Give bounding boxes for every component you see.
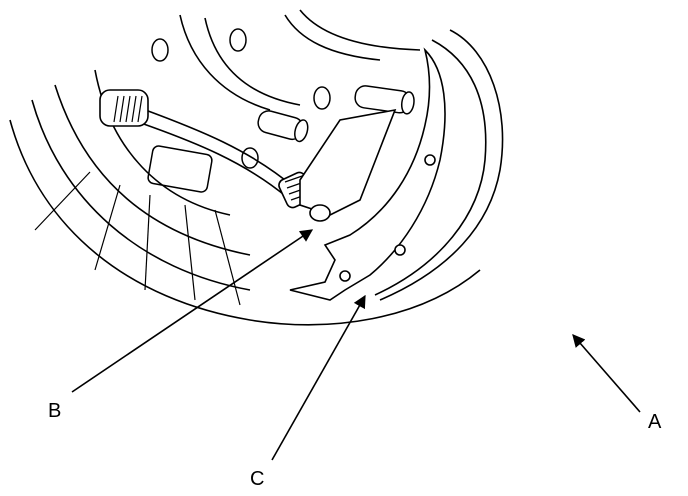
wheel-studs bbox=[257, 85, 415, 143]
shoe-lining bbox=[379, 29, 504, 301]
callout-a: A bbox=[648, 411, 662, 433]
brake-line bbox=[99, 89, 314, 209]
callout-c: C bbox=[250, 468, 264, 490]
callout-b: B bbox=[48, 400, 61, 422]
leader-line-c bbox=[271, 294, 366, 461]
brake-shoe bbox=[289, 39, 487, 301]
leader-line-b bbox=[71, 229, 314, 393]
wheel-cylinder bbox=[299, 108, 397, 222]
direction-arrow-a bbox=[572, 334, 641, 413]
plate-ribs bbox=[34, 171, 241, 306]
mounting-bosses bbox=[147, 28, 347, 193]
